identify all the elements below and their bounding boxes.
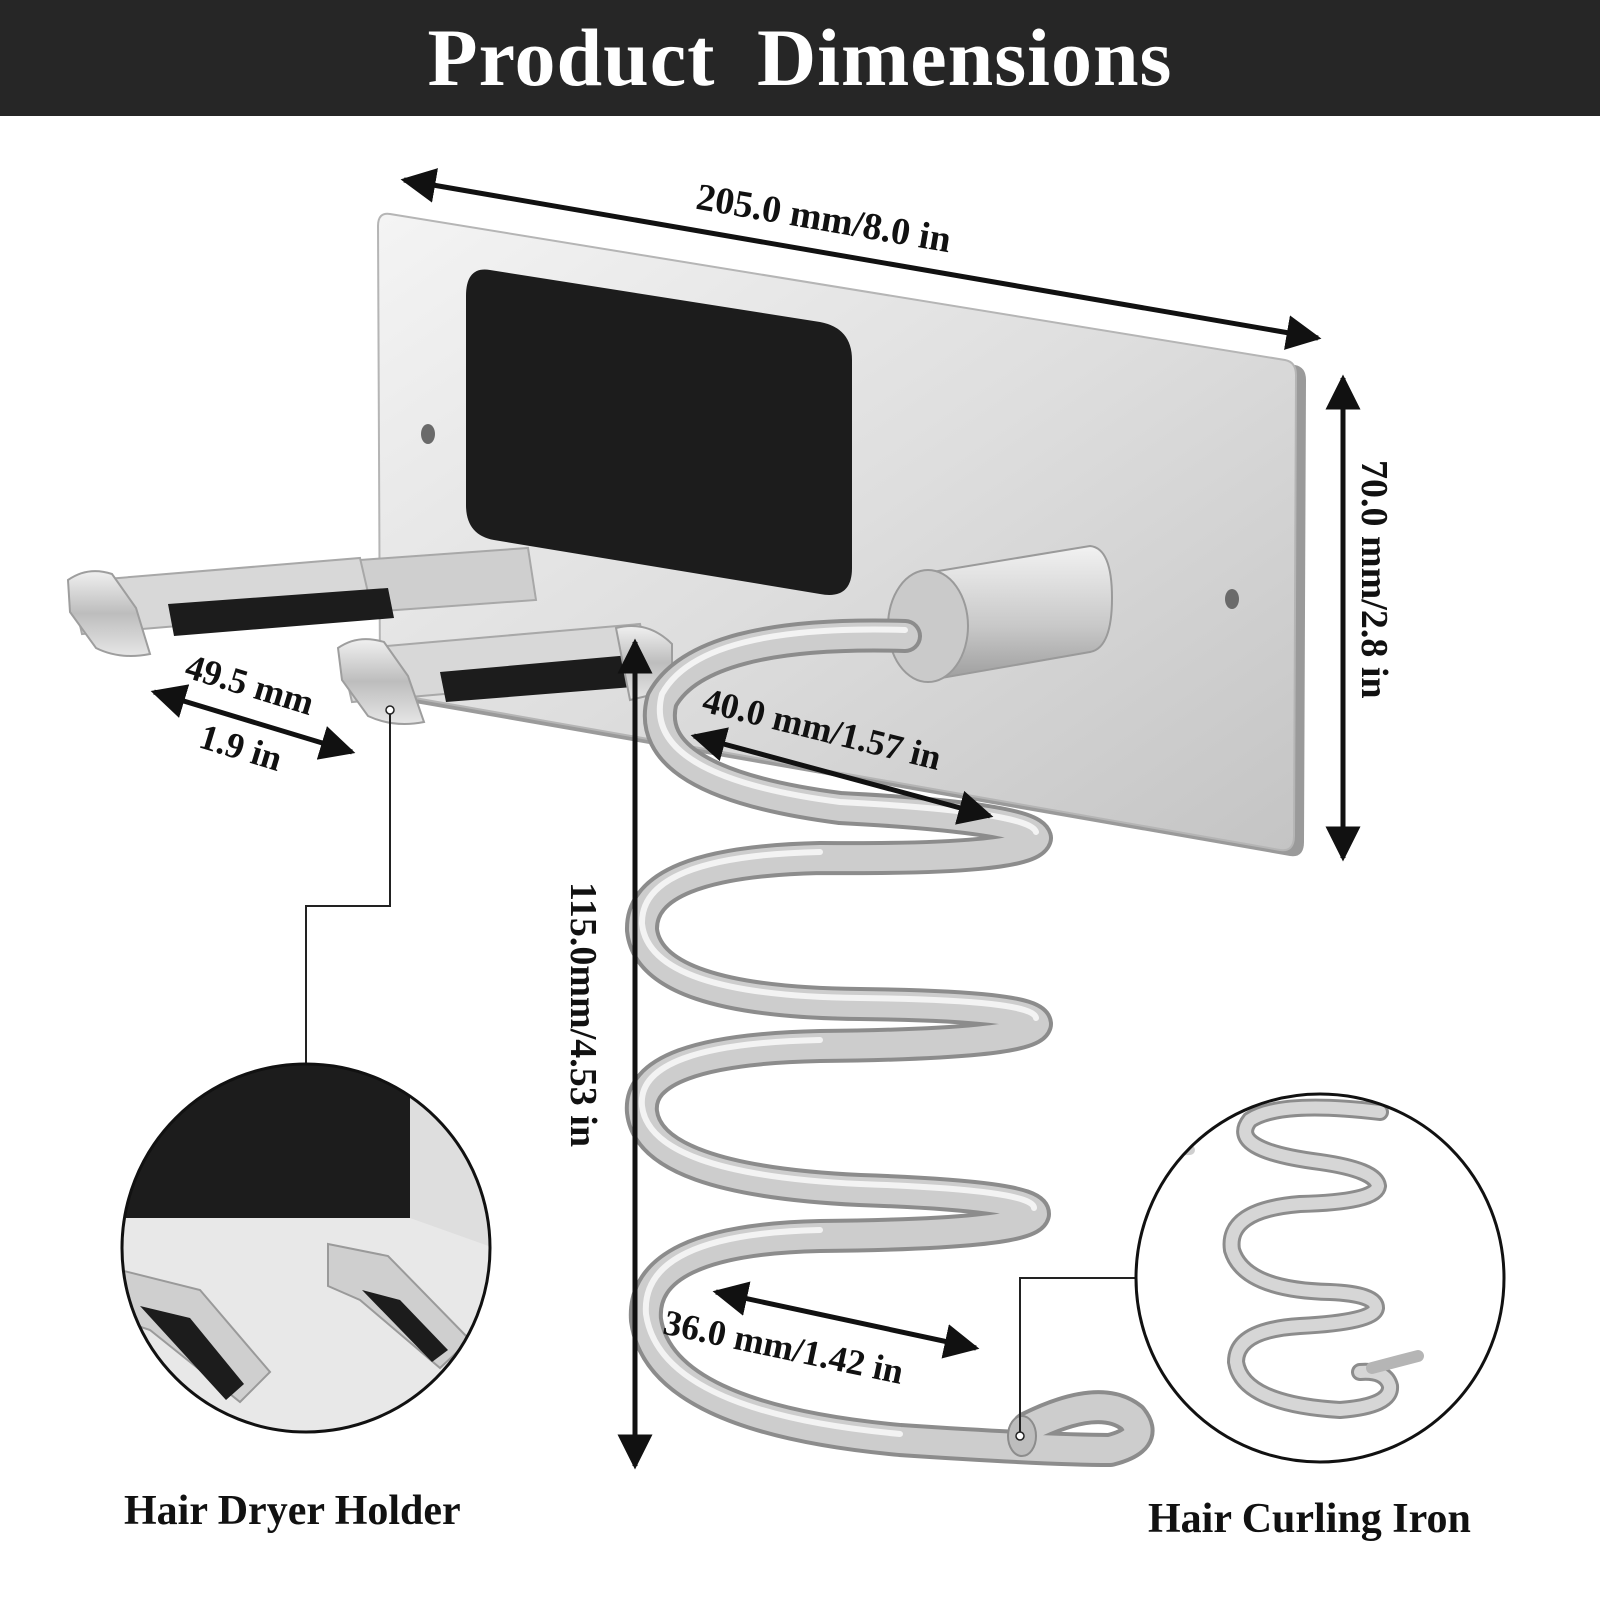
adhesive-pad: [466, 269, 852, 595]
curler-leader-line: [1019, 1277, 1168, 1436]
dryer-holder-detail: [122, 1064, 490, 1432]
screw-hole-right: [1225, 589, 1239, 609]
dryer-hook-front: [336, 622, 670, 725]
header-banner: [0, 0, 1600, 116]
coil-length-label: 115.0mm/4.53 in: [562, 882, 604, 1147]
hook-depth-arrow: [150, 684, 356, 760]
height-dimension-label: 70.0 mm/2.8 in: [1353, 460, 1395, 699]
hair-dryer-holder-caption: Hair Dryer Holder: [124, 1488, 461, 1534]
coil-top-arrow: [690, 727, 994, 825]
dryer-hook-back: [66, 546, 538, 657]
screw-hole-left: [421, 424, 435, 444]
page-title: Product Dimensions: [427, 12, 1173, 103]
spiral-coil: [624, 618, 1155, 1467]
mounting-post: [887, 544, 1114, 683]
coil-bottom-arrow: [712, 1281, 980, 1359]
width-arrow: [400, 168, 1322, 350]
dryer-leader-line: [305, 710, 391, 1078]
hair-curling-iron-caption: Hair Curling Iron: [1148, 1496, 1471, 1542]
curling-iron-detail: [1136, 1094, 1504, 1462]
